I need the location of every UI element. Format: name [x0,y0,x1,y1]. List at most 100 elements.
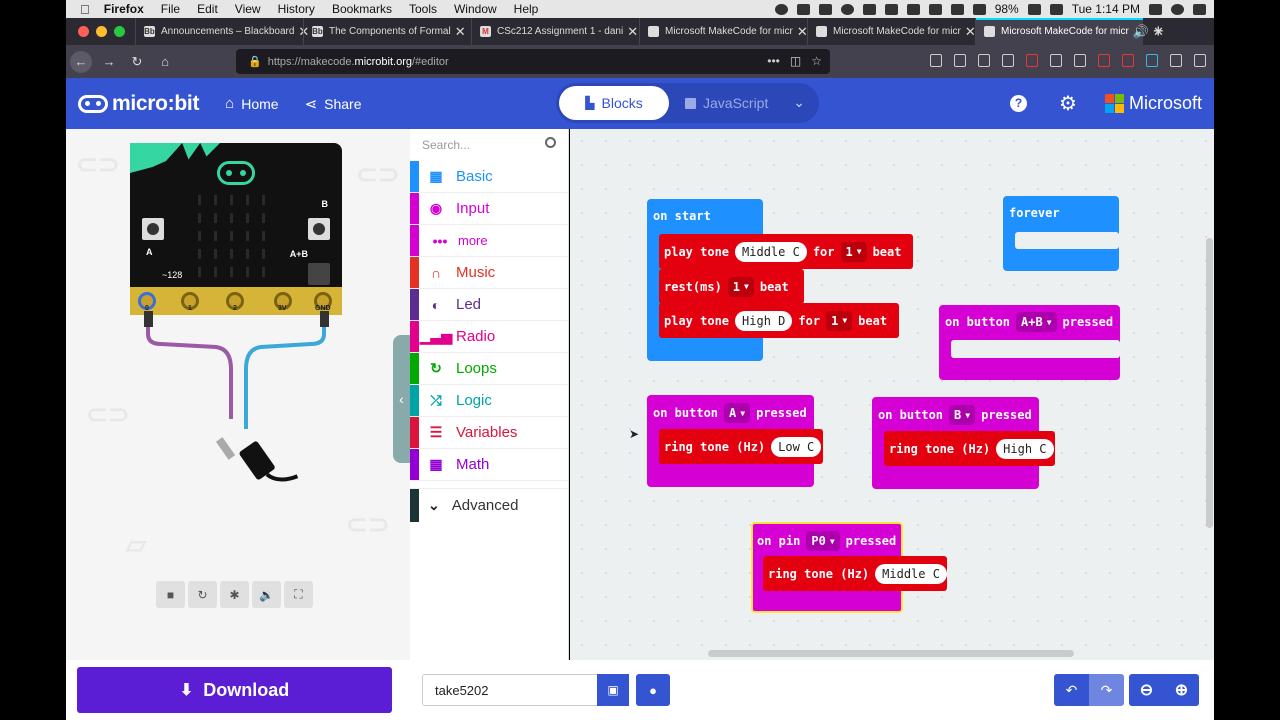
pin-0[interactable] [138,292,156,310]
vertical-scrollbar[interactable] [1206,238,1213,528]
github-button[interactable]: ● [636,674,670,706]
pin-1[interactable] [181,292,199,310]
extension-c-icon[interactable] [1146,54,1158,67]
note-field[interactable]: Middle C [735,241,807,262]
ring-tone-block[interactable]: ring tone (Hz) High C [884,431,1055,466]
drive-icon[interactable] [862,3,876,15]
extension-red-icon[interactable] [1026,54,1038,67]
battery-percent[interactable]: 98% [994,2,1019,16]
page-actions-icon[interactable]: ••• [767,54,780,68]
pin-3v[interactable] [274,292,292,310]
apple-icon[interactable]:  [80,2,90,17]
maximize-window-button[interactable] [114,26,125,37]
download-button[interactable]: ⬇ Download [77,667,392,713]
extension-circle-icon[interactable] [1074,54,1086,67]
video-icon[interactable] [796,3,810,15]
button-a[interactable] [142,218,164,240]
clock[interactable]: Tue 1:14 PM [1071,2,1140,16]
pin-gnd[interactable] [314,292,332,310]
menu-file[interactable]: File [151,2,180,16]
pin-dropdown[interactable]: P0▼ [806,531,840,551]
menu-help[interactable]: Help [503,2,539,16]
creative-cloud-icon[interactable] [840,3,854,15]
category-more[interactable]: ••• more [410,225,568,257]
button-dropdown[interactable]: B▼ [949,405,976,425]
chevron-down-icon[interactable]: ⌄ [793,94,805,110]
category-loops[interactable]: ↻ Loops [410,353,568,385]
restart-icon[interactable]: ↻ [188,581,217,608]
reload-button[interactable]: ↻ [131,53,143,69]
blocks-tab[interactable]: ▙ Blocks [559,86,669,120]
fullscreen-icon[interactable]: ⛶ [284,581,313,608]
tab-makecode-active[interactable]: Microsoft MakeCode for micr 🔊 ✕ [975,18,1164,45]
pocket-icon[interactable]: ◫ [789,54,802,68]
horizontal-scrollbar[interactable] [708,650,1074,657]
list-icon[interactable] [1193,3,1206,15]
note-field[interactable]: Middle C [875,563,947,584]
tab-formal-components[interactable]: Bb The Components of Formal ✕ [303,18,471,45]
library-icon[interactable] [954,54,966,67]
volume-icon[interactable] [972,3,986,15]
debug-bug-icon[interactable]: ✱ [220,581,249,608]
bookmark-star-icon[interactable]: ☆ [811,54,822,68]
extension-grid-icon[interactable] [1050,54,1062,67]
siri-icon[interactable] [1171,3,1184,15]
save-button[interactable]: ▣ [597,674,629,706]
button-ab[interactable] [308,263,330,285]
play-tone-block[interactable]: play tone Middle C for 1▼ beat [659,234,913,269]
beat-dropdown[interactable]: 1▼ [727,276,754,297]
category-advanced[interactable]: ⌄ Advanced [410,488,568,522]
tab-makecode-1[interactable]: Microsoft MakeCode for micr ✕ [639,18,808,45]
pin-2[interactable] [226,292,244,310]
redo-button[interactable]: ↷ [1089,674,1124,706]
ring-tone-block[interactable]: ring tone (Hz) Middle C [763,556,947,591]
tab-makecode-2[interactable]: Microsoft MakeCode for micr ✕ [807,18,976,45]
close-tab-icon[interactable]: ✕ [1153,23,1164,39]
zoom-out-button[interactable]: ⊖ [1139,682,1154,699]
category-logic[interactable]: ⤮ Logic [410,385,568,417]
category-radio[interactable]: ▁▃▅ Radio [410,321,568,353]
category-math[interactable]: ▦ Math [410,449,568,481]
youtube-icon[interactable] [1122,54,1134,67]
note-field[interactable]: Low C [771,436,822,457]
project-name-input[interactable] [422,674,598,706]
toolbox-search[interactable]: Search... [410,129,568,161]
tab-blackboard-announcements[interactable]: Bb Announcements – Blackboard ✕ [135,18,309,45]
close-tab-icon[interactable]: ✕ [964,23,976,39]
home-nav-button[interactable]: ⌂ Home [225,95,278,112]
zoom-in-button[interactable]: ⊕ [1174,682,1189,699]
menu-app[interactable]: Firefox [94,2,144,16]
home-button[interactable]: ⌂ [161,54,169,69]
extensions-puzzle-icon[interactable] [1170,54,1182,67]
sidebar-icon[interactable] [978,54,990,67]
javascript-tab[interactable]: JavaScript [685,95,768,111]
category-variables[interactable]: ☰ Variables [410,417,568,449]
menu-bookmarks[interactable]: Bookmarks [322,2,392,16]
flag-icon[interactable] [1049,3,1063,15]
close-tab-icon[interactable]: ✕ [627,23,639,39]
extension-icon[interactable] [1002,54,1014,67]
collapse-simulator-button[interactable]: ‹ [393,335,410,463]
close-tab-icon[interactable]: ✕ [796,23,808,39]
extension-x-icon[interactable] [1098,54,1110,67]
search-icon[interactable] [545,137,556,148]
bluetooth-icon[interactable] [928,3,942,15]
record-icon[interactable] [774,3,788,15]
note-field[interactable]: High C [996,438,1054,459]
category-input[interactable]: ◉ Input [410,193,568,225]
rest-block[interactable]: rest(ms) 1▼ beat [659,269,804,304]
minimize-window-button[interactable] [96,26,107,37]
help-icon[interactable]: ? [1010,95,1028,112]
zoom-icon[interactable] [818,3,832,15]
wifi-icon[interactable] [950,3,964,15]
microbit-logo[interactable]: micro:bit [78,92,199,116]
airplay-icon[interactable] [906,3,920,15]
new-tab-button[interactable]: + [1153,21,1164,41]
menu-window[interactable]: Window [444,2,497,16]
screen-icon[interactable] [884,3,898,15]
menu-edit[interactable]: Edit [187,2,218,16]
button-dropdown[interactable]: A▼ [724,403,751,423]
note-field[interactable]: High D [735,310,793,331]
back-button[interactable]: ← [70,50,92,73]
audio-icon[interactable]: 🔊 [1132,23,1149,39]
